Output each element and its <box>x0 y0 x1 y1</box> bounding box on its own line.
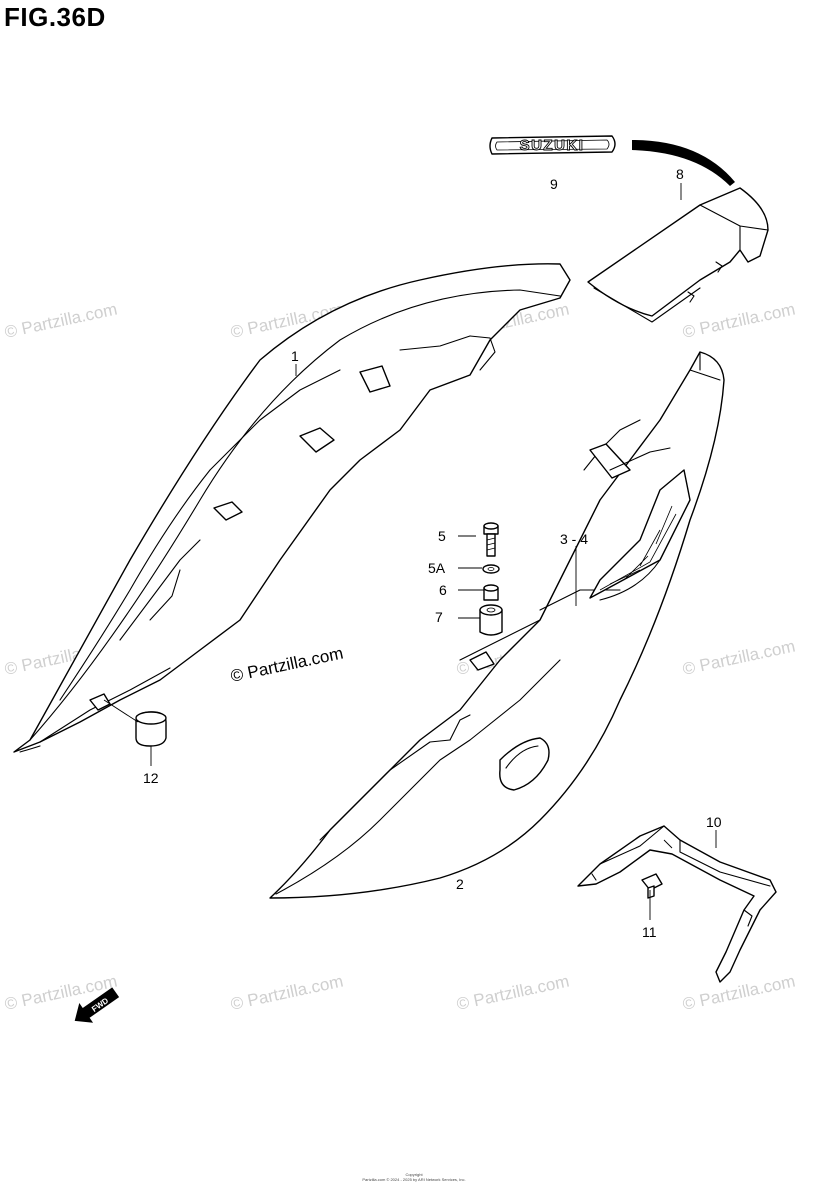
part-7-grommet <box>479 604 503 636</box>
part-1-left-frame-cover <box>13 263 571 753</box>
figure-title: FIG.36D <box>4 2 106 32</box>
callout-label: 9 <box>550 176 558 192</box>
part-8-tail-cover <box>587 140 769 323</box>
watermark: © Partzilla.com <box>229 972 345 1014</box>
callout-label: 1 <box>291 348 299 364</box>
callout-label: 12 <box>143 770 159 786</box>
callout-label: 10 <box>706 814 722 830</box>
footer-copyright: Copyright Partzilla.com © 2024 - 2025 by… <box>0 1172 828 1182</box>
callout-labels: 1 2 3 - 4 5 5A 6 7 8 9 10 11 12 <box>143 166 722 940</box>
watermark: © Partzilla.com <box>681 637 797 679</box>
callout-label: 2 <box>456 876 464 892</box>
part-5-bolt <box>483 522 499 557</box>
part-6-collar <box>483 584 499 601</box>
callout-label: 5A <box>428 560 446 576</box>
part-5a-washer <box>482 564 500 574</box>
leader-lines <box>295 183 717 920</box>
watermark: © Partzilla.com <box>455 972 571 1014</box>
callout-label: 3 - 4 <box>560 531 588 547</box>
footer-line: Partzilla.com © 2024 - 2025 by ARI Netwo… <box>362 1177 466 1182</box>
watermark: © Partzilla.com <box>3 300 119 342</box>
watermark: © Partzilla.com <box>681 300 797 342</box>
callout-label: 8 <box>676 166 684 182</box>
part-9-emblem: SUZUKI <box>489 135 616 155</box>
part-2-right-frame-cover <box>269 351 725 899</box>
watermark: © Partzilla.com <box>681 972 797 1014</box>
callout-label: 5 <box>438 528 446 544</box>
emblem-text: SUZUKI <box>520 137 585 154</box>
footer-line: Copyright <box>405 1172 423 1177</box>
part-12-cushion <box>103 699 167 766</box>
part-11-clip <box>641 873 663 899</box>
callout-label: 11 <box>642 924 657 940</box>
part-10-bracket <box>577 825 777 983</box>
watermark-main: © Partzilla.com <box>229 644 345 686</box>
callout-label: 7 <box>435 609 443 625</box>
callout-label: 6 <box>439 582 447 598</box>
